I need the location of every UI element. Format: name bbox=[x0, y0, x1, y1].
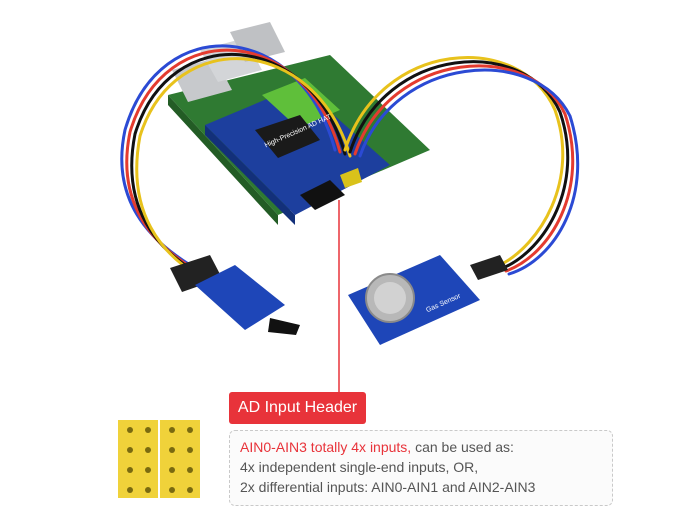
row-label-ain: AIN bbox=[92, 400, 108, 410]
info-callout: AIN0-AIN3 totally 4x inputs, can be used… bbox=[229, 430, 613, 506]
sensor-cables bbox=[120, 44, 580, 276]
info-line-3: 2x differential inputs: AIN0-AIN1 and AI… bbox=[240, 479, 536, 495]
col-label-vcc: VCC bbox=[113, 390, 132, 412]
gas-sensor-module bbox=[348, 255, 508, 345]
info-rest: can be used as: bbox=[411, 439, 514, 455]
col-label-din: DIN bbox=[177, 393, 194, 412]
col-label-ain: AIN bbox=[157, 393, 174, 412]
col-label-gnd: GND bbox=[133, 389, 152, 412]
info-highlight: AIN0-AIN3 totally 4x inputs, bbox=[240, 439, 412, 455]
pin-panel-header bbox=[118, 420, 200, 498]
avdd-label: AVDD bbox=[92, 382, 117, 392]
pin-label-panel: AVDD AIN IN0 IN1 IN2 IN3 VCC GND AIN DIN bbox=[88, 380, 213, 503]
ad-input-header-label: AD Input Header bbox=[229, 392, 366, 424]
row-label-in2: IN2 bbox=[92, 466, 107, 476]
flame-sensor-module bbox=[170, 255, 300, 335]
info-line-2: 4x independent single-end inputs, OR, bbox=[240, 459, 479, 475]
row-label-in0: IN0 bbox=[92, 428, 107, 438]
row-label-in1: IN1 bbox=[92, 446, 107, 456]
info-line-1: AIN0-AIN3 totally 4x inputs, can be used… bbox=[240, 437, 602, 457]
row-label-in3: IN3 bbox=[92, 486, 107, 496]
